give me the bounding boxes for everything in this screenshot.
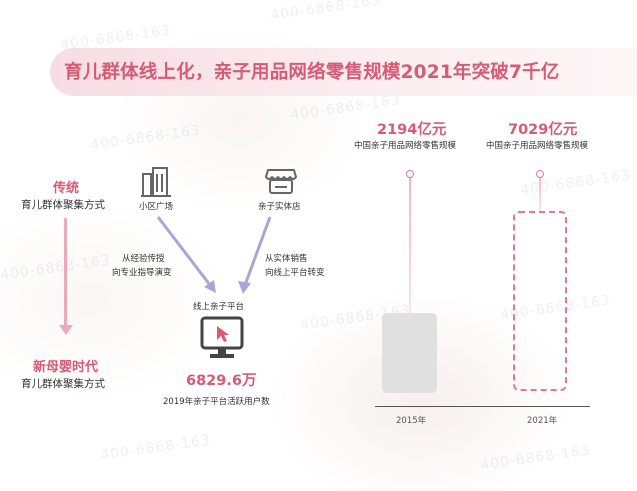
plaza-label: 小区广场 bbox=[139, 202, 174, 212]
left-arrow-text-2: 向专业指导演变 bbox=[112, 268, 172, 278]
new-era-sub: 育儿群体聚集方式 bbox=[21, 378, 105, 390]
active-users-caption: 2019年亲子平台活跃用户数 bbox=[163, 397, 270, 407]
x-tick-label: 2021年 bbox=[527, 416, 558, 426]
timeline-line bbox=[64, 218, 67, 328]
bar bbox=[513, 211, 567, 391]
store-label: 亲子实体店 bbox=[258, 202, 301, 212]
active-users-value: 6829.6万 bbox=[186, 373, 257, 389]
new-era-label: 新母婴时代 bbox=[33, 360, 99, 375]
chart-baseline bbox=[375, 406, 590, 407]
bar-stem bbox=[409, 175, 411, 313]
bar-value-label: 7029亿元 bbox=[508, 122, 578, 138]
left-arrow-text-1: 从经验传授 bbox=[122, 254, 165, 264]
flow-arrows bbox=[156, 216, 272, 294]
bar-caption: 中国亲子用品网络零售规模 bbox=[486, 141, 589, 151]
title-banner bbox=[50, 48, 637, 96]
right-arrow-text-2: 向线上平台转变 bbox=[265, 268, 325, 278]
right-arrow-text-1: 从实体销售 bbox=[265, 254, 308, 264]
x-tick-label: 2015年 bbox=[396, 416, 427, 426]
right-flow-arrow bbox=[243, 216, 272, 286]
platform-label: 线上亲子平台 bbox=[193, 302, 245, 312]
bar-stem bbox=[539, 175, 541, 211]
bar-stem-dot bbox=[536, 170, 544, 178]
right-flow-arrowhead bbox=[238, 281, 251, 294]
bar bbox=[382, 313, 437, 393]
monitor-cursor-icon bbox=[200, 316, 244, 358]
traditional-sub: 育儿群体聚集方式 bbox=[21, 199, 105, 211]
traditional-label: 传统 bbox=[53, 181, 80, 196]
left-flow-arrowhead bbox=[204, 280, 216, 293]
store-icon bbox=[265, 169, 297, 194]
bar-caption: 中国亲子用品网络零售规模 bbox=[354, 141, 457, 151]
building-icon bbox=[141, 167, 171, 197]
bar-value-label: 2194亿元 bbox=[377, 122, 447, 138]
left-flow-arrow bbox=[156, 216, 212, 286]
timeline-arrowhead bbox=[58, 325, 73, 335]
bar-stem-dot bbox=[406, 170, 414, 178]
page-title: 育儿群体线上化，亲子用品网络零售规模2021年突破7千亿 bbox=[64, 62, 560, 83]
